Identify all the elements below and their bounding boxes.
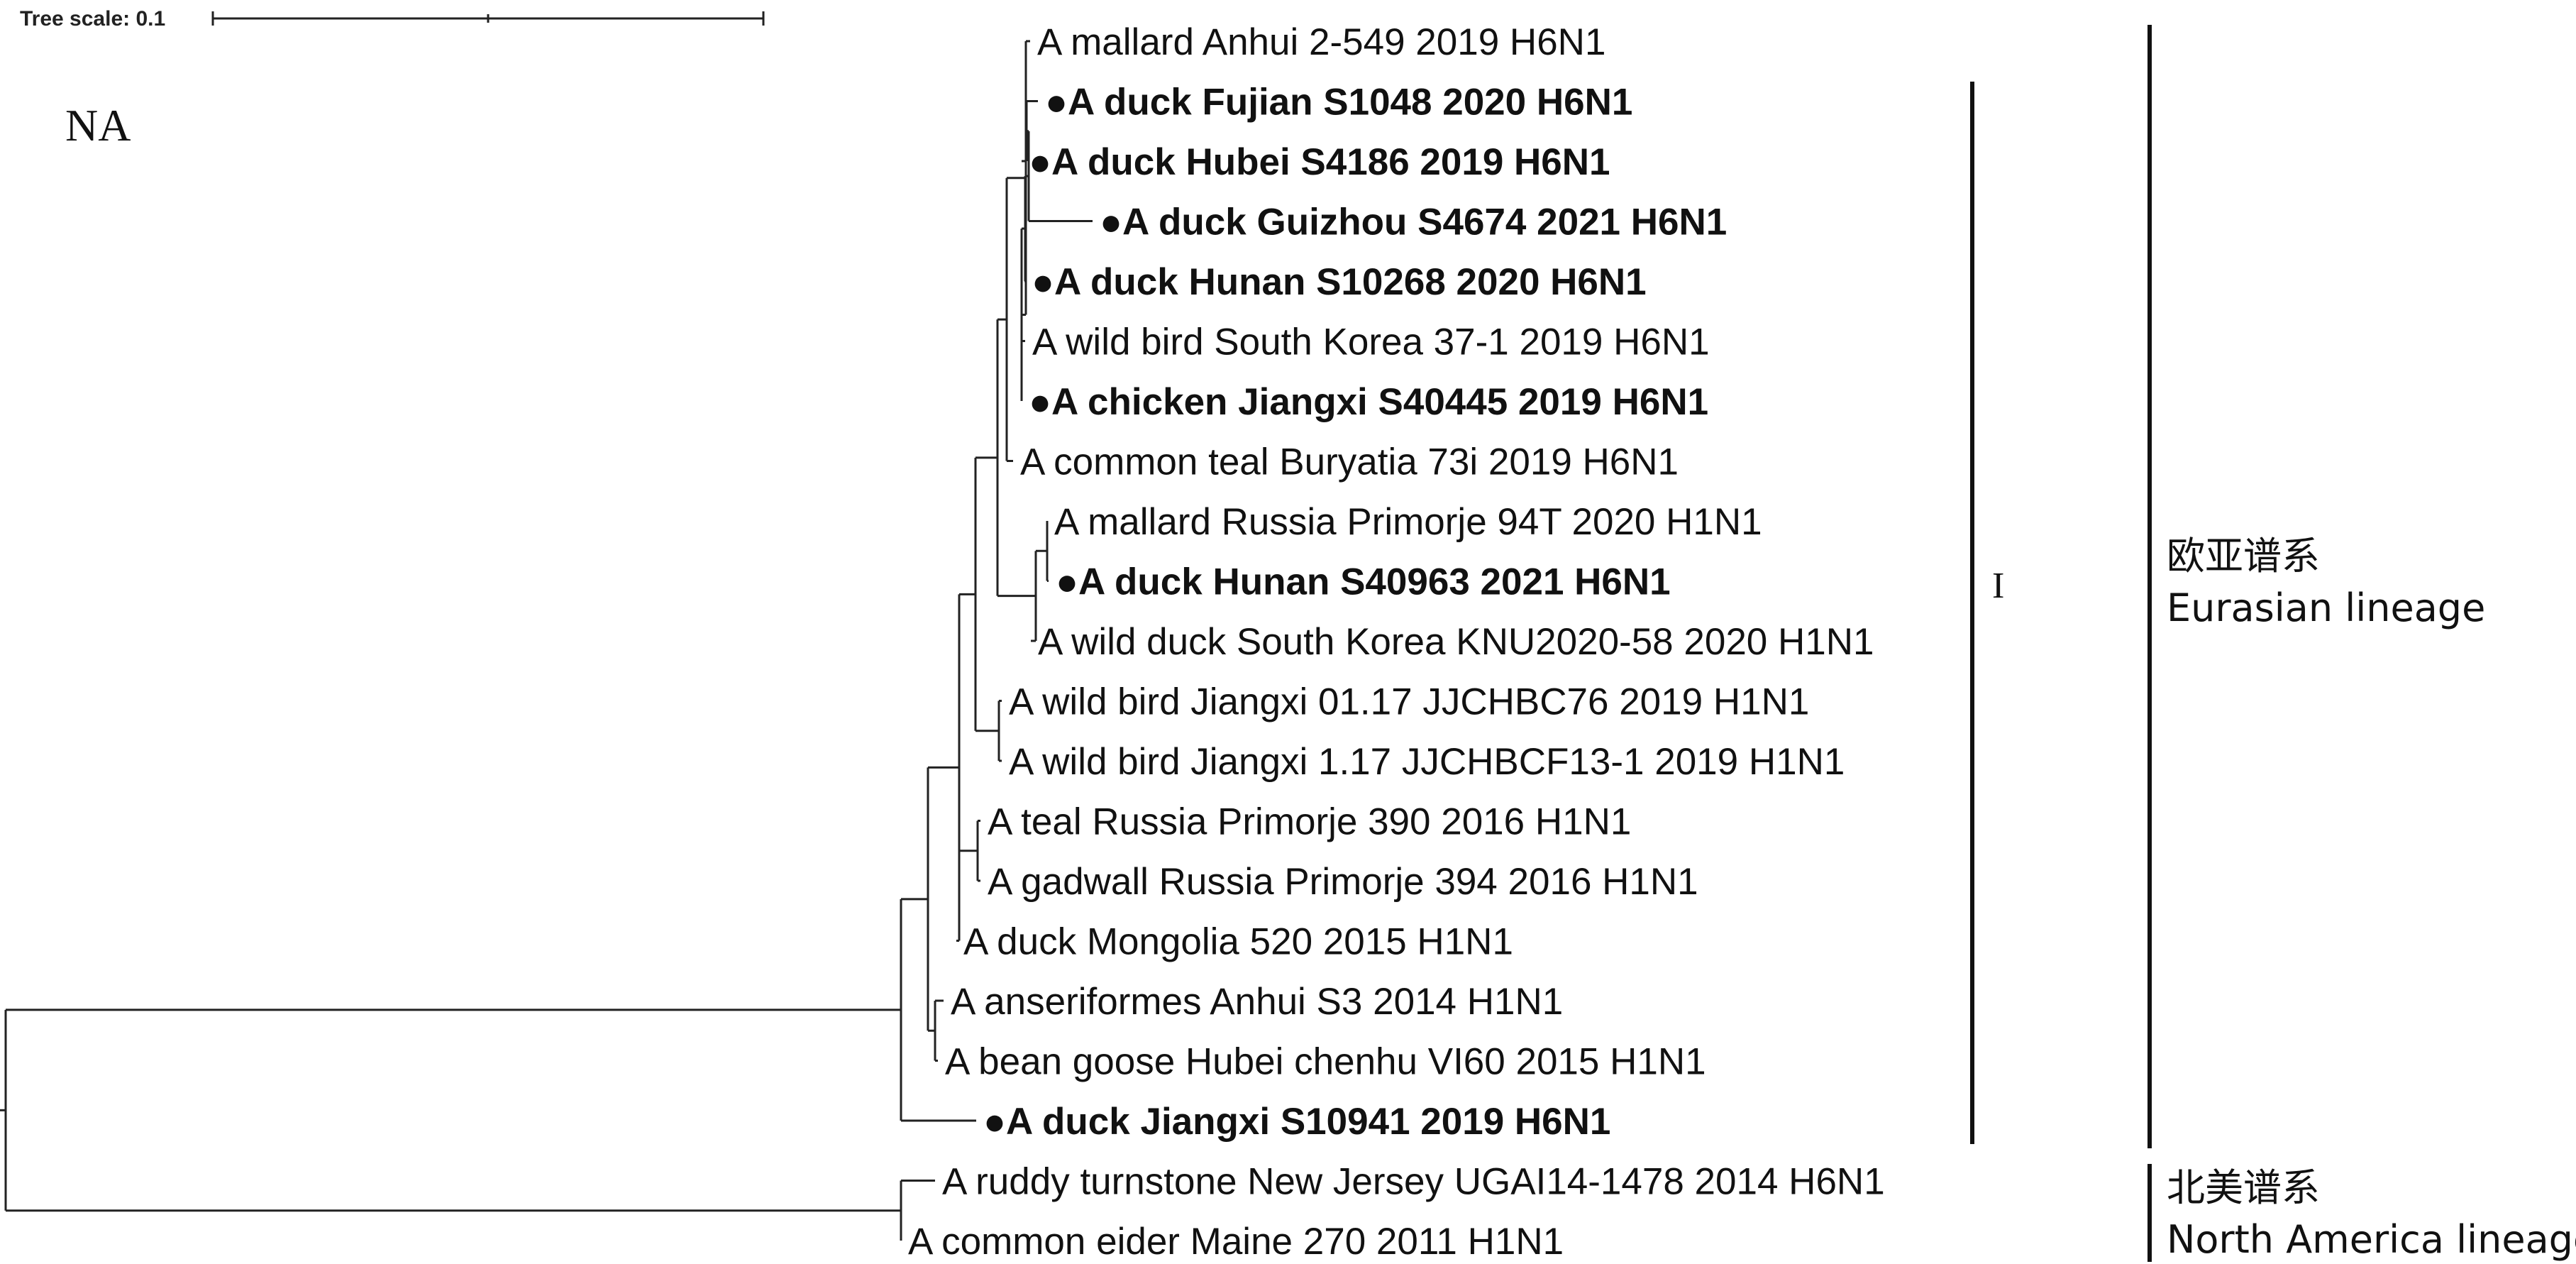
lineage-north-america: 北美谱系 North America lineage [2147,1164,2576,1262]
leaf-label: ●A duck Fujian S1048 2020 H6N1 [1045,82,1632,123]
leaf-label: ●A duck Hunan S40963 2021 H6N1 [1056,561,1671,603]
leaf-label: A mallard Russia Primorje 94T 2020 H1N1 [1054,501,1762,543]
leaf-label: ●A duck Jiangxi S10941 2019 H6N1 [983,1101,1610,1143]
panel-label: NA [65,100,131,150]
leaf-label: A common teal Buryatia 73i 2019 H6N1 [1020,441,1679,483]
leaf-label: A wild bird Jiangxi 01.17 JJCHBC76 2019 … [1009,681,1809,723]
tree-scale-label: Tree scale: 0.1 [20,7,165,31]
lineage-en-label: Eurasian lineage [2167,586,2485,630]
lineage-en-label: North America lineage [2167,1217,2576,1262]
leaf-label: A wild bird Jiangxi 1.17 JJCHBCF13-1 201… [1009,741,1845,783]
leaf-label: A mallard Anhui 2-549 2019 H6N1 [1037,21,1605,63]
clade-label: I [1992,566,2004,606]
tree-branches [0,40,1093,1241]
leaf-label: A wild duck South Korea KNU2020-58 2020 … [1038,621,1874,663]
leaf-label: A gadwall Russia Primorje 394 2016 H1N1 [988,861,1698,903]
leaf-label: ●A duck Guizhou S4674 2021 H6N1 [1100,202,1727,243]
leaf-label: A anseriformes Anhui S3 2014 H1N1 [951,981,1563,1023]
leaf-label: ●A duck Hunan S10268 2020 H6N1 [1032,261,1647,303]
tree-scale: Tree scale: 0.1 [20,7,765,31]
leaf-label: A common eider Maine 270 2011 H1N1 [908,1221,1564,1263]
leaf-label: A ruddy turnstone New Jersey UGAI14-1478… [942,1161,1885,1203]
lineage-zh-label: 欧亚谱系 [2167,534,2320,578]
leaf-labels: A mallard Anhui 2-549 2019 H6N1 ●A duck F… [908,21,1885,1263]
leaf-label: A bean goose Hubei chenhu VI60 2015 H1N1 [945,1041,1706,1083]
leaf-label: ●A duck Hubei S4186 2019 H6N1 [1029,141,1610,183]
leaf-label: ●A chicken Jiangxi S40445 2019 H6N1 [1029,381,1708,423]
lineage-eurasian: 欧亚谱系 Eurasian lineage [2147,25,2485,1148]
clade-annotation: I [1970,82,2004,1144]
leaf-label: A teal Russia Primorje 390 2016 H1N1 [988,801,1631,843]
leaf-label: A wild bird South Korea 37-1 2019 H6N1 [1032,322,1710,363]
lineage-zh-label: 北美谱系 [2167,1165,2320,1210]
leaf-label: A duck Mongolia 520 2015 H1N1 [963,921,1513,963]
